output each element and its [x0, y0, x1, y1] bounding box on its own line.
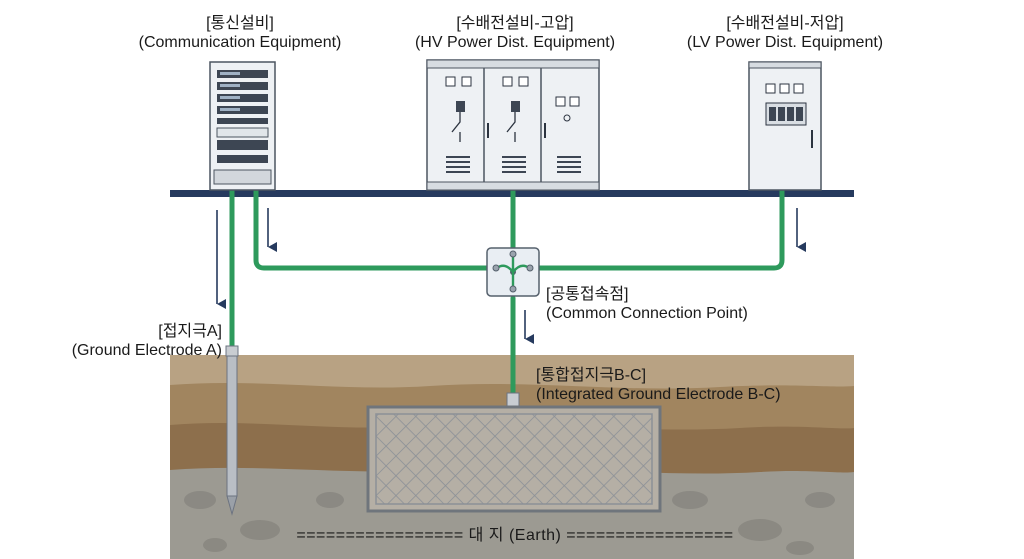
integrated-electrode-mesh	[366, 392, 662, 513]
ground-electrode-a-label: [접지극A] (Ground Electrode A)	[60, 322, 222, 360]
common-connection-label: [공통접속점] (Common Connection Point)	[546, 285, 748, 323]
wire-comm-to-connection	[253, 187, 490, 271]
lv-equipment-label: [수배전설비-저압] (LV Power Dist. Equipment)	[680, 14, 890, 52]
common-connection-box	[486, 247, 540, 297]
hv-label-ko: [수배전설비-고압]	[456, 15, 574, 32]
electrode-bc-label-ko: [통합접지극B-C]	[536, 367, 647, 384]
lv-label-ko: [수배전설비-저압]	[726, 15, 844, 32]
communication-label-ko: [통신설비]	[206, 15, 274, 32]
hv-equipment-label: [수배전설비-고압] (HV Power Dist. Equipment)	[410, 14, 620, 52]
communication-label-en: (Communication Equipment)	[138, 34, 342, 51]
current-flow-arrows	[216, 208, 806, 344]
electrode-bc-label-en: (Integrated Ground Electrode B-C)	[536, 386, 781, 403]
electrode-a-label-ko: [접지극A]	[158, 323, 222, 340]
rock-stones	[184, 491, 835, 555]
integrated-electrode-label: [통합접지극B-C] (Integrated Ground Electrode …	[536, 366, 781, 404]
hv-switchgear-cabinet	[426, 59, 600, 191]
connection-label-ko: [공통접속점]	[546, 286, 629, 303]
communication-equipment-label: [통신설비] (Communication Equipment)	[135, 14, 345, 52]
ground-wires	[229, 187, 785, 398]
hv-label-en: (HV Power Dist. Equipment)	[414, 34, 616, 51]
ground-electrode-a-rod	[225, 345, 239, 516]
communication-rack	[209, 61, 276, 191]
lv-distribution-cabinet	[748, 61, 822, 191]
electrode-a-label-en: (Ground Electrode A)	[71, 342, 222, 359]
connection-label-en: (Common Connection Point)	[546, 305, 748, 322]
wire-lv-to-connection	[536, 187, 785, 271]
earth-label: ================= 대 지 (Earth) ==========…	[296, 527, 734, 544]
rock-layer	[170, 467, 854, 559]
lv-label-en: (LV Power Dist. Equipment)	[686, 34, 884, 51]
